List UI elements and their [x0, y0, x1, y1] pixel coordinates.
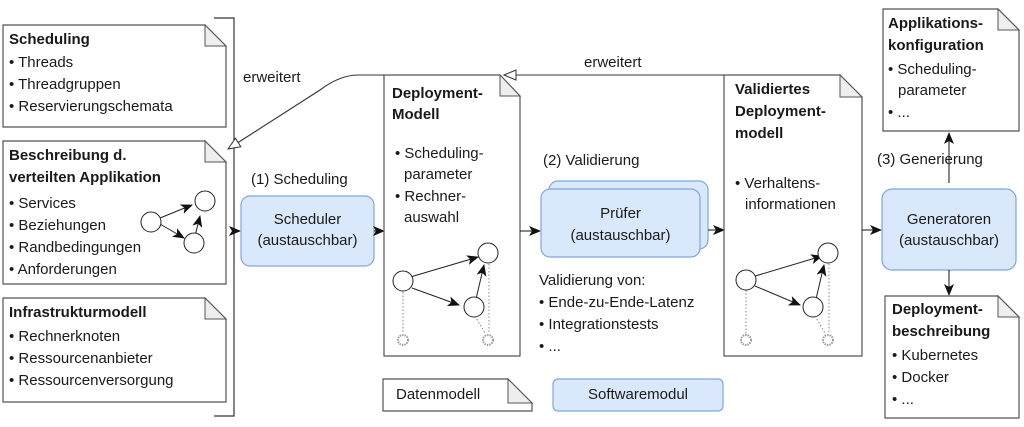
app-config-item: • ...: [888, 104, 910, 121]
application-title-line1: Beschreibung d.: [9, 147, 127, 164]
validated-model-title-line1: Validiertes: [735, 81, 811, 98]
deployment-model-item: parameter: [404, 166, 473, 183]
validated-model-doc: [723, 73, 864, 357]
validation-item: • Integrationstests: [539, 316, 659, 333]
app-config-title-line1: Applikations-: [888, 15, 984, 32]
deployment-model-item: auswahl: [404, 209, 460, 226]
pruefer-module: [540, 188, 701, 258]
scheduling-item: • Reservierungschemata: [9, 98, 173, 115]
deployment-graph-icon: [392, 242, 499, 346]
scheduler-module-line1: Scheduler: [273, 211, 342, 228]
validation-item: • ...: [539, 338, 561, 355]
validated-model-item: informationen: [745, 196, 836, 213]
step3-label: (3) Generierung: [877, 151, 983, 168]
step2-label: (2) Validierung: [543, 152, 640, 169]
generatoren-module-line1: Generatoren: [906, 211, 992, 228]
input-bracket: [214, 17, 235, 417]
extends-label-top: erweitert: [584, 54, 642, 71]
app-config-item: • Scheduling-: [888, 61, 977, 78]
infrastructure-item: • Ressourcenanbieter: [9, 350, 153, 367]
application-item: • Anforderungen: [9, 261, 117, 278]
application-item: • Randbedingungen: [9, 239, 142, 256]
deployment-model-item: • Scheduling-: [395, 145, 484, 162]
application-title-line2: verteilten Applikation: [9, 169, 161, 186]
deployment-description-title-line2: beschreibung: [892, 323, 991, 340]
legend-data-model-shape: [382, 377, 534, 412]
extends-label-left: erweitert: [243, 69, 301, 86]
validation-item: • Ende-zu-Ende-Latenz: [539, 294, 695, 311]
app-config-item: parameter: [898, 82, 967, 99]
pruefer-module-line1: Prüfer: [600, 205, 641, 222]
legend-data-model-label: Datenmodell: [396, 386, 481, 403]
pruefer-module-line2: (austauschbar): [570, 227, 671, 244]
deployment-description-item: • Docker: [892, 369, 949, 386]
legend-software-module-label: Softwaremodul: [587, 386, 689, 403]
validated-graph-icon: [735, 242, 839, 346]
application-item: • Services: [9, 195, 76, 212]
infrastructure-doc: [2, 296, 228, 403]
scheduling-item: • Threadgruppen: [9, 76, 121, 93]
app-config-doc: [882, 7, 1021, 132]
deployment-model-title-line2: Modell: [392, 106, 440, 123]
deployment-description-item: • ...: [892, 391, 914, 408]
validated-model-item: • Verhaltens-: [735, 175, 821, 192]
deployment-model-title-line1: Deployment-: [392, 85, 483, 102]
application-graph-icon: [140, 190, 216, 254]
step1-label: (1) Scheduling: [251, 171, 348, 188]
generatoren-module-line2: (austauschbar): [898, 232, 1000, 249]
deployment-model-item: • Rechner-: [395, 188, 467, 205]
infrastructure-item: • Ressourcenversorgung: [9, 372, 174, 389]
infrastructure-title: Infrastrukturmodell: [9, 304, 147, 321]
scheduling-item: • Threads: [9, 54, 74, 71]
infrastructure-item: • Rechnerknoten: [9, 328, 121, 345]
scheduler-module-line2: (austauschbar): [257, 232, 358, 249]
app-config-title-line2: konfiguration: [888, 37, 984, 54]
application-item: • Beziehungen: [9, 217, 106, 234]
validation-heading: Validierung von:: [539, 272, 646, 289]
validated-model-title-line2: Deployment-: [735, 103, 826, 120]
deployment-model-doc: [383, 73, 522, 357]
validated-model-title-line3: modell: [735, 125, 784, 142]
scheduling-doc: [2, 23, 228, 128]
legend-software-module-shape: [552, 378, 724, 412]
scheduling-title: Scheduling: [9, 31, 90, 48]
deployment-description-item: • Kubernetes: [892, 347, 979, 364]
deployment-description-title-line1: Deployment-: [892, 301, 983, 318]
extends-edge-left: [228, 74, 384, 149]
deployment-description-doc: [884, 294, 1021, 419]
application-doc: [2, 139, 228, 285]
